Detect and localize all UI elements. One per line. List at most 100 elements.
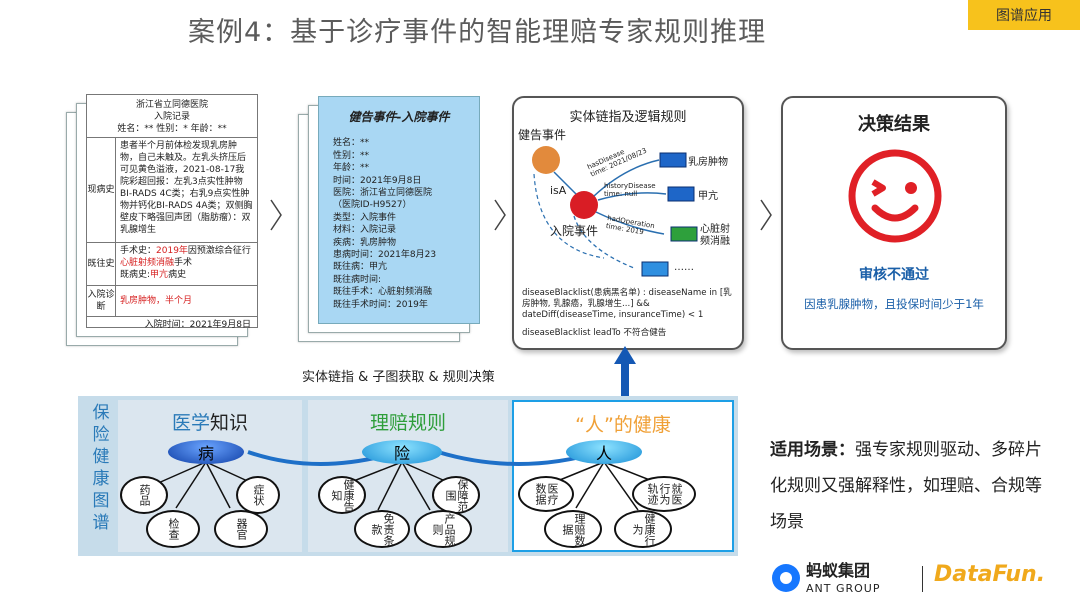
past-disease-suffix: 病史 — [168, 270, 187, 280]
event-line: 姓名：** — [333, 138, 370, 149]
kg-side-char: 图 — [92, 491, 110, 511]
more-label: …… — [674, 262, 694, 273]
record-patient-line: 姓名：** 性别：* 年龄：** — [117, 124, 227, 134]
event-line: 材料：入院记录 — [333, 225, 397, 236]
up-arrow-icon — [614, 346, 636, 402]
kg-node-product-rules: 产品规则 — [414, 510, 472, 548]
record-diag-label: 入院诊断 — [87, 286, 116, 316]
rule-line-3: diseaseBlacklist leadTo 不符合健告 — [522, 328, 667, 338]
edge-hadoperation — [595, 211, 665, 235]
record-admit-time: 入院时间：2021年9月8日 — [87, 316, 257, 333]
target-node-2 — [667, 186, 695, 202]
linking-title: 实体链指及逻辑规则 — [569, 110, 687, 125]
edge-hasdisease — [593, 159, 660, 197]
record-doc-type: 入院记录 — [153, 112, 190, 122]
event-lines: 姓名：**性别：** 年龄：**时间：2021年9月8日医院：浙江省立同德医院（医… — [319, 137, 479, 311]
edge-historydisease — [597, 192, 667, 201]
event-line: 年龄：** — [333, 163, 370, 174]
past-surgery-prefix: 手术史： — [120, 246, 157, 256]
kg-section-claims-title: 理赔规则 — [369, 412, 446, 434]
past-surgery-suffix: 手术 — [174, 258, 193, 268]
admission-record: 浙江省立同德医院 入院记录 姓名：** 性别：* 年龄：** 现病史 患者半个月… — [86, 94, 258, 330]
isa-label: isA — [550, 184, 567, 197]
past-disease-prefix: 既病史: — [120, 270, 151, 280]
ant-logo-icon — [772, 564, 800, 592]
past-surgery-op: 心脏射频消融 — [120, 258, 175, 268]
isa-edge — [553, 171, 577, 195]
event-line: 时间：2021年9月8日 — [333, 175, 422, 186]
kg-side-char: 健 — [92, 447, 110, 467]
record-diag-row: 入院诊断 乳房肿物，半个月 — [87, 285, 257, 316]
linking-graph — [532, 146, 698, 277]
target2-label: 甲亢 — [698, 191, 718, 202]
event-title: 健告事件-入院事件 — [348, 110, 450, 124]
kg-side-char: 保 — [92, 403, 110, 423]
kg-side-char: 险 — [92, 425, 110, 445]
kg-node-health-behavior: 健康行为 — [614, 510, 672, 548]
rule-line-1: diseaseBlacklist(患病黑名单) : diseaseName in… — [522, 288, 732, 309]
kg-hub-disease: 病 — [168, 440, 244, 464]
kg-hub-insurance: 险 — [362, 440, 442, 464]
kg-side-char: 谱 — [92, 513, 110, 533]
kg-node-visit-trace: 就医行为轨迹 — [632, 476, 696, 512]
decision-card: 决策结果 审核不通过 因患乳腺肿物，且投保时间少于1年 — [781, 96, 1007, 350]
edge-more — [573, 215, 635, 269]
past-disease-value: 甲亢 — [150, 270, 169, 280]
past-surgery-mid: 因预激综合征行 — [187, 246, 251, 256]
pipeline-caption: 实体链指 & 子图获取 & 规则决策 — [302, 370, 495, 385]
ant-logo-en: ANT GROUP — [806, 582, 881, 595]
chevron-right-icon — [492, 198, 508, 240]
event-line: （医院ID-H9527） — [333, 200, 412, 211]
target3-label: 心脏射频消融 — [700, 224, 730, 247]
page-title: 案例4：基于诊疗事件的智能理赔专家规则推理 — [188, 17, 767, 48]
kg-node-coverage: 保障范围 — [432, 476, 480, 514]
record-history-text: 患者半个月前体检发现乳房肿物，自己未触及。左乳头挤压后可见黄色溢液，2021-0… — [120, 141, 253, 235]
rule-text: diseaseBlacklist(患病黑名单) : diseaseName in… — [522, 288, 736, 339]
event-line: 既往病时间: — [333, 274, 382, 285]
event-line: 既往病：甲亢 — [333, 262, 388, 273]
kg-side-char: 康 — [92, 469, 110, 489]
event-line: 患病时间：2021年8月23 — [333, 250, 437, 261]
event-line: 性别：** — [333, 150, 370, 161]
record-history-row: 现病史 患者半个月前体检发现乳房肿物，自己未触及。左乳头挤压后可见黄色溢液，20… — [87, 137, 257, 242]
rule-line-2: dateDiff(diseaseTime, insuranceTime) < 1 — [522, 310, 704, 320]
chevron-right-icon — [268, 198, 284, 240]
section-tag: 图谱应用 — [968, 0, 1080, 30]
target-node-3 — [670, 226, 698, 242]
target-node-1 — [659, 152, 687, 168]
event-line: 疾病：乳房肿物 — [333, 237, 397, 248]
edge-dashed — [533, 173, 605, 259]
event-card: 健告事件-入院事件 姓名：**性别：** 年龄：**时间：2021年9月8日医院：… — [318, 96, 480, 324]
event-node — [532, 146, 560, 174]
ant-logo-cn: 蚂蚁集团 — [806, 561, 871, 580]
kg-node-exam: 检查 — [146, 510, 200, 548]
kg-node-medical-data: 医疗数据 — [518, 476, 574, 512]
decision-reason: 因患乳腺肿物，且投保时间少于1年 — [804, 297, 984, 311]
datafun-logo: DataFun. — [934, 562, 1046, 587]
wink-face-icon — [848, 149, 942, 243]
admit-node — [570, 191, 598, 219]
kg-hub-person: 人 — [566, 440, 642, 464]
kg-side-label: 保险健康图谱 — [90, 402, 112, 534]
kg-section-medical-title: 医学知识 — [171, 412, 249, 434]
applicable-label: 适用场景： — [770, 440, 855, 460]
record-history-label: 现病史 — [87, 138, 116, 242]
applicable-text: 强专家规则驱动、多碎片化规则又强解释性，如理赔、合规等场景 — [770, 440, 1042, 532]
target1-label: 乳房肿物 — [688, 157, 728, 168]
kg-section-person-title: “人”的健康 — [575, 414, 671, 436]
chevron-right-icon — [758, 198, 774, 240]
record-past-text: 手术史：2019年因预激综合征行心脏射频消融手术 既病史:甲亢病史 — [116, 243, 257, 285]
target-node-more — [641, 261, 669, 277]
kg-node-exclusion: 免责条款 — [354, 510, 410, 548]
event-line: 既往手术时间：2019年 — [333, 299, 428, 310]
kg-node-drug: 药品 — [120, 476, 168, 514]
decision-verdict: 审核不通过 — [859, 267, 929, 283]
event-node-label: 健告事件 — [518, 128, 567, 142]
applicable-scenarios: 适用场景：强专家规则驱动、多碎片化规则又强解释性，如理赔、合规等场景 — [770, 432, 1058, 540]
event-line: 医院：浙江省立同德医院 — [333, 188, 433, 199]
kg-node-claim-data: 理赔数据 — [544, 510, 602, 548]
decision-title: 决策结果 — [858, 114, 930, 135]
record-diag-value: 乳房肿物，半个月 — [120, 296, 193, 306]
